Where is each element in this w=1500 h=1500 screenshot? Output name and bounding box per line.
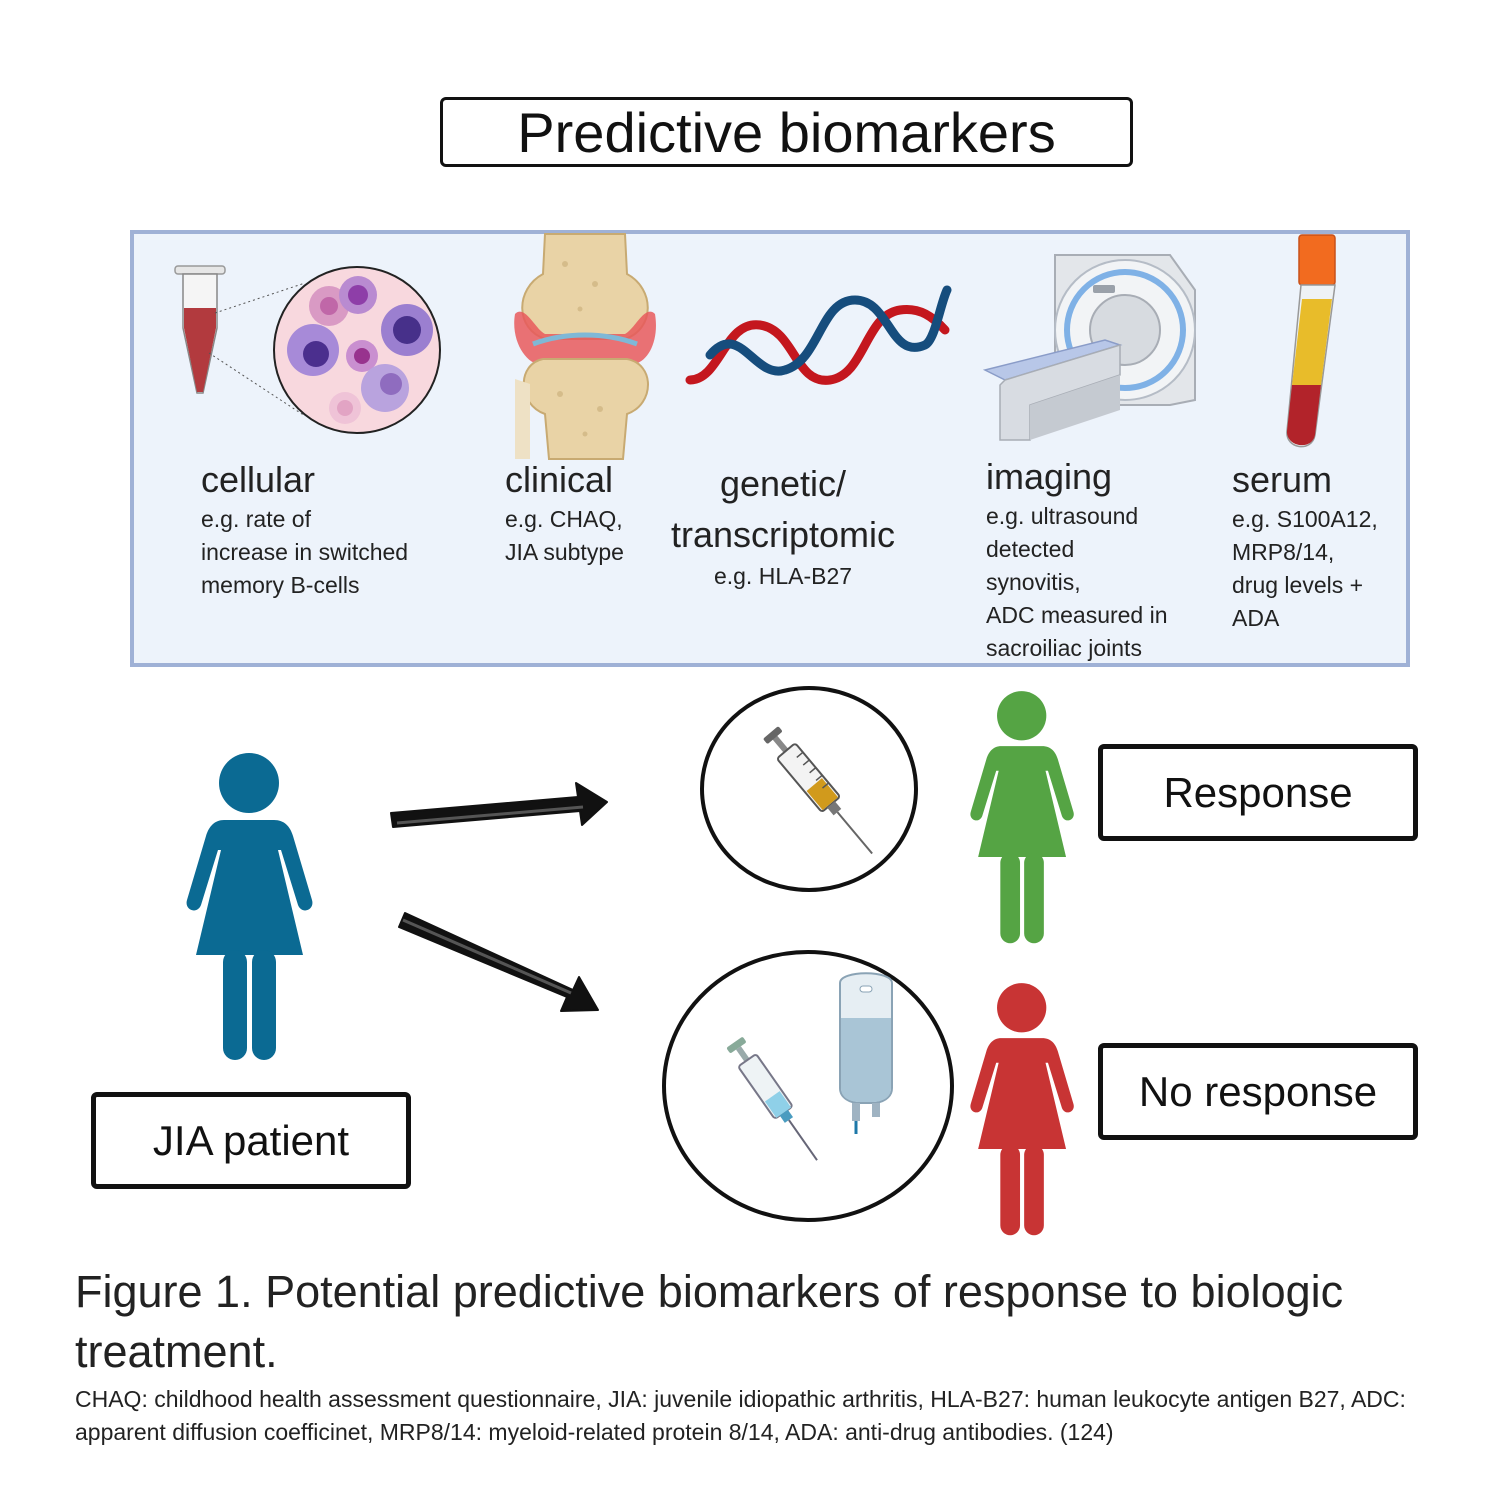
category-imaging: imaging e.g. ultrasound detected synovit… [986, 455, 1206, 665]
category-description: e.g. S100A12, MRP8/14, drug levels + ADA [1232, 506, 1378, 632]
arrow-to-response-icon [390, 782, 608, 828]
category-title: cellular [201, 459, 316, 500]
figure-heading: Predictive biomarkers [517, 100, 1056, 164]
arrow-to-no-response-icon [398, 912, 599, 1012]
mri-scanner-icon [982, 254, 1196, 441]
no-response-label: No response [1138, 1067, 1378, 1115]
title-box: Predictive biomarkers [440, 97, 1133, 167]
non-responder-figure-icon [970, 983, 1074, 1236]
syringe-icon [727, 1037, 818, 1161]
category-title: imaging [986, 456, 1113, 497]
category-clinical: clinical e.g. CHAQ, JIA subtype [505, 458, 665, 569]
patient-label: JIA patient [152, 1116, 350, 1164]
syringe-icon [763, 726, 873, 855]
blood-tube-icon [1286, 234, 1336, 448]
category-title: clinical [505, 459, 614, 500]
iv-bag-icon [839, 972, 893, 1134]
category-genetic: genetic/ transcriptomic e.g. HLA-B27 [648, 458, 918, 593]
responder-figure-icon [970, 691, 1074, 944]
category-serum: serum e.g. S100A12, MRP8/14, drug levels… [1232, 458, 1402, 635]
knee-joint-icon [514, 233, 656, 460]
figure-caption-title: Figure 1. Potential predictive biomarker… [75, 1266, 1344, 1377]
category-description: e.g. CHAQ, JIA subtype [505, 506, 624, 566]
response-box: Response [1098, 744, 1418, 841]
injection-treatment-circle [700, 686, 918, 892]
infusion-treatment-circle [662, 950, 954, 1222]
category-title: genetic/ transcriptomic [670, 463, 896, 555]
category-cellular: cellular e.g. rate of increase in switch… [201, 458, 491, 602]
figure-caption-note: CHAQ: childhood health assessment questi… [75, 1386, 1406, 1445]
response-label: Response [1163, 768, 1353, 816]
microtube-cells-icon [174, 265, 441, 434]
no-response-box: No response [1098, 1043, 1418, 1140]
category-description: e.g. HLA-B27 [713, 563, 853, 589]
patient-figure-icon [186, 753, 313, 1060]
patient-box: JIA patient [91, 1092, 411, 1189]
category-title: serum [1232, 459, 1333, 500]
category-description: e.g. rate of increase in switched memory… [201, 506, 409, 599]
category-description: e.g. ultrasound detected synovitis, ADC … [986, 503, 1168, 662]
dna-helix-icon [685, 285, 952, 385]
